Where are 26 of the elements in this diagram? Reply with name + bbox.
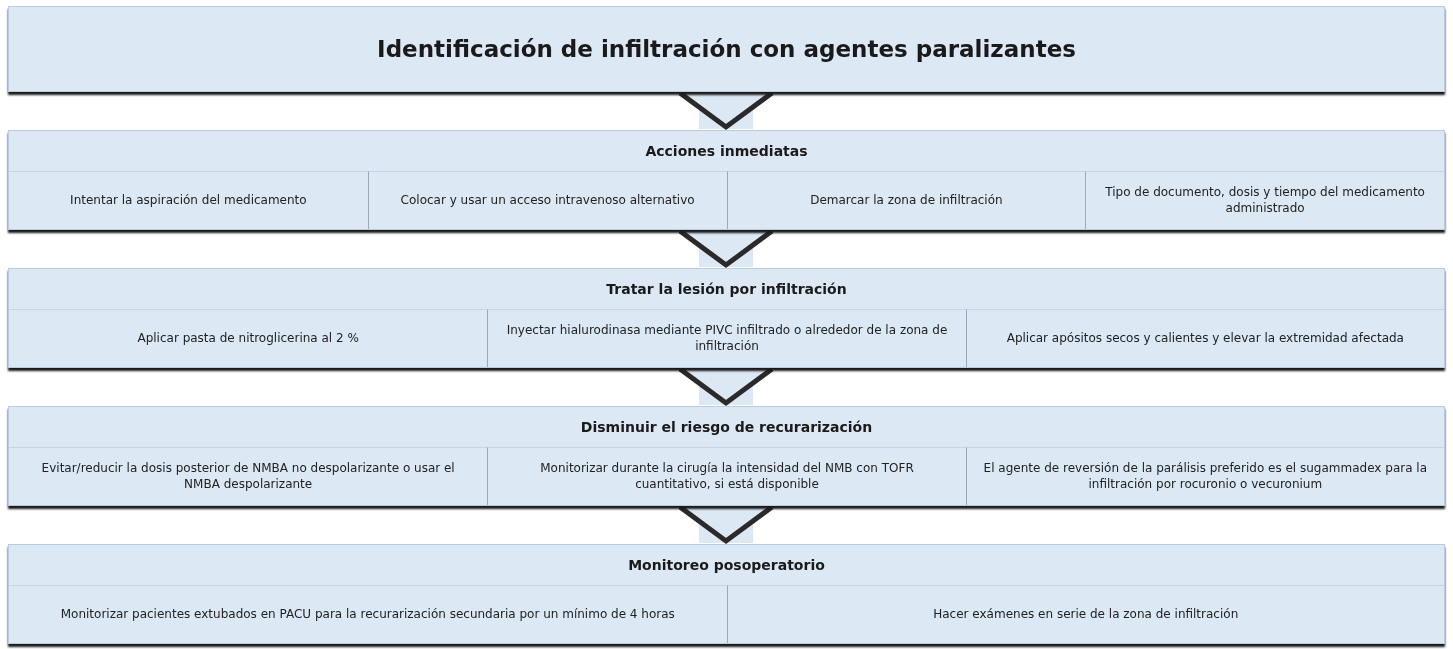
chevron-arrow — [677, 228, 775, 268]
action-item: Inyectar hialurodinasa mediante PIVC infiltrado o alrededor de la zona de infiltración — [487, 309, 966, 367]
action-item: Colocar y usar un acceso intravenoso alternativo — [367, 171, 727, 229]
action-item: Monitorizar durante la cirugía la intensidad del NMB con TOFR cuantitativo, si está disponible — [487, 447, 966, 505]
action-item: Aplicar pasta de nitroglicerina al 2 % — [9, 309, 488, 367]
chevron-arrow — [677, 90, 775, 130]
step-heading: Tratar la lesión por infiltración — [606, 281, 847, 297]
step-panel — [8, 406, 1445, 506]
action-item: El agente de reversión de la parálisis preferido es el sugammadex para la infiltración por rocuronio o vecuronium — [965, 447, 1444, 505]
action-item: Hacer exámenes en serie de la zona de infiltración — [726, 585, 1444, 643]
action-item: Evitar/reducir la dosis posterior de NMBA no despolarizante o usar el NMBA despolarizante — [9, 447, 488, 505]
action-item: Intentar la aspiración del medicamento — [9, 171, 368, 229]
action-item: Monitorizar pacientes extubados en PACU para la recurarización secundaria por un mínimo de 4 horas — [9, 585, 727, 643]
banner-heading: Identificación de infiltración con agentes paralizantes — [377, 36, 1076, 62]
step-heading: Monitoreo posoperatorio — [628, 557, 825, 573]
title-banner — [8, 6, 1445, 92]
step-heading: Disminuir el riesgo de recurarización — [580, 419, 873, 435]
chevron-arrow — [677, 504, 775, 544]
step-panel — [8, 130, 1445, 230]
step-panel — [8, 544, 1445, 644]
chevron-arrow — [677, 366, 775, 406]
action-item: Demarcar la zona de infiltración — [726, 171, 1086, 229]
action-item: Aplicar apósitos secos y calientes y elevar la extremidad afectada — [965, 309, 1444, 367]
action-item: Tipo de documento, dosis y tiempo del medicamento administrado — [1085, 171, 1444, 229]
step-heading: Acciones inmediatas — [645, 143, 808, 159]
step-panel — [8, 268, 1445, 368]
